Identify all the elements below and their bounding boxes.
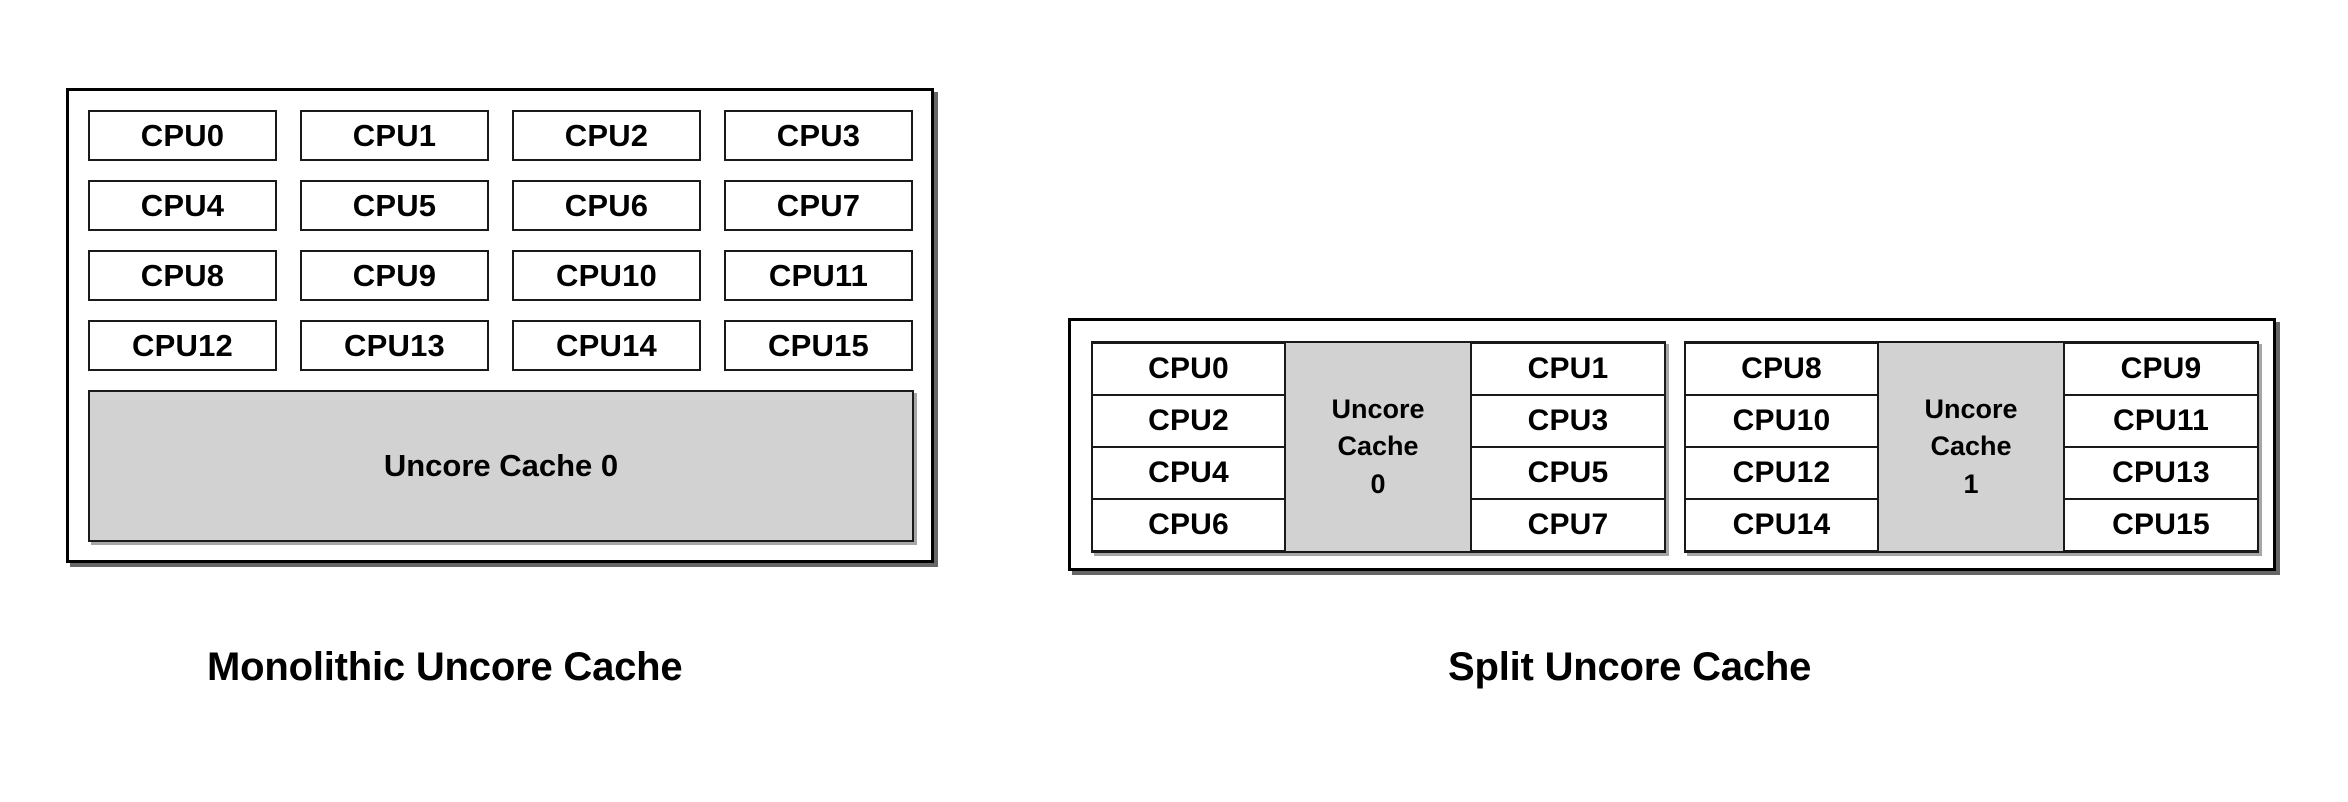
cpu-cell: CPU12 [1686, 447, 1877, 499]
cpu-cell: CPU5 [300, 180, 489, 231]
cpu-cell: CPU6 [512, 180, 701, 231]
cpu-cell: CPU8 [88, 250, 277, 301]
cpu-cell: CPU13 [2065, 447, 2257, 499]
cpu-cell: CPU1 [300, 110, 489, 161]
monolithic-diagram-frame: CPU0 CPU1 CPU2 CPU3 CPU4 CPU5 CPU6 CPU7 … [66, 88, 934, 563]
cpu-cell: CPU2 [512, 110, 701, 161]
monolithic-cpu-grid: CPU0 CPU1 CPU2 CPU3 CPU4 CPU5 CPU6 CPU7 … [88, 110, 914, 371]
cpu-cell: CPU5 [1472, 447, 1664, 499]
cpu-cell: CPU0 [88, 110, 277, 161]
cpu-cell: CPU12 [88, 320, 277, 371]
cpu-cell: CPU2 [1093, 395, 1284, 447]
uncore-cache-block: Uncore Cache 0 [88, 390, 914, 542]
cpu-cell: CPU3 [1472, 395, 1664, 447]
cpu-cell: CPU11 [2065, 395, 2257, 447]
cpu-cell: CPU9 [2065, 343, 2257, 395]
cpu-cell: CPU14 [1686, 499, 1877, 551]
cpu-cell: CPU7 [1472, 499, 1664, 551]
cpu-cell: CPU0 [1093, 343, 1284, 395]
cpu-cell: CPU11 [724, 250, 913, 301]
cpu-cell: CPU10 [512, 250, 701, 301]
cpu-cell: CPU9 [300, 250, 489, 301]
split-diagram-frame: CPU0 CPU1 CPU2 CPU3 CPU4 CPU5 CPU6 CPU7 … [1068, 318, 2276, 571]
cpu-cell: CPU8 [1686, 343, 1877, 395]
cpu-cell: CPU6 [1093, 499, 1284, 551]
cpu-cell: CPU4 [88, 180, 277, 231]
cpu-cell: CPU10 [1686, 395, 1877, 447]
monolithic-diagram-content: CPU0 CPU1 CPU2 CPU3 CPU4 CPU5 CPU6 CPU7 … [88, 110, 914, 544]
cpu-cell: CPU13 [300, 320, 489, 371]
cpu-cell: CPU14 [512, 320, 701, 371]
monolithic-caption: Monolithic Uncore Cache [207, 645, 683, 689]
split-diagram-content: CPU0 CPU1 CPU2 CPU3 CPU4 CPU5 CPU6 CPU7 … [1091, 341, 2259, 553]
cpu-cluster: CPU0 CPU1 CPU2 CPU3 CPU4 CPU5 CPU6 CPU7 … [1091, 341, 1666, 553]
cpu-cell: CPU3 [724, 110, 913, 161]
cpu-cell: CPU1 [1472, 343, 1664, 395]
cpu-cluster: CPU8 CPU9 CPU10 CPU11 CPU12 CPU13 CPU14 … [1684, 341, 2259, 553]
cpu-cell: CPU15 [2065, 499, 2257, 551]
split-caption: Split Uncore Cache [1448, 645, 1812, 689]
cpu-cell: CPU4 [1093, 447, 1284, 499]
cpu-cell: CPU15 [724, 320, 913, 371]
cpu-cell: CPU7 [724, 180, 913, 231]
